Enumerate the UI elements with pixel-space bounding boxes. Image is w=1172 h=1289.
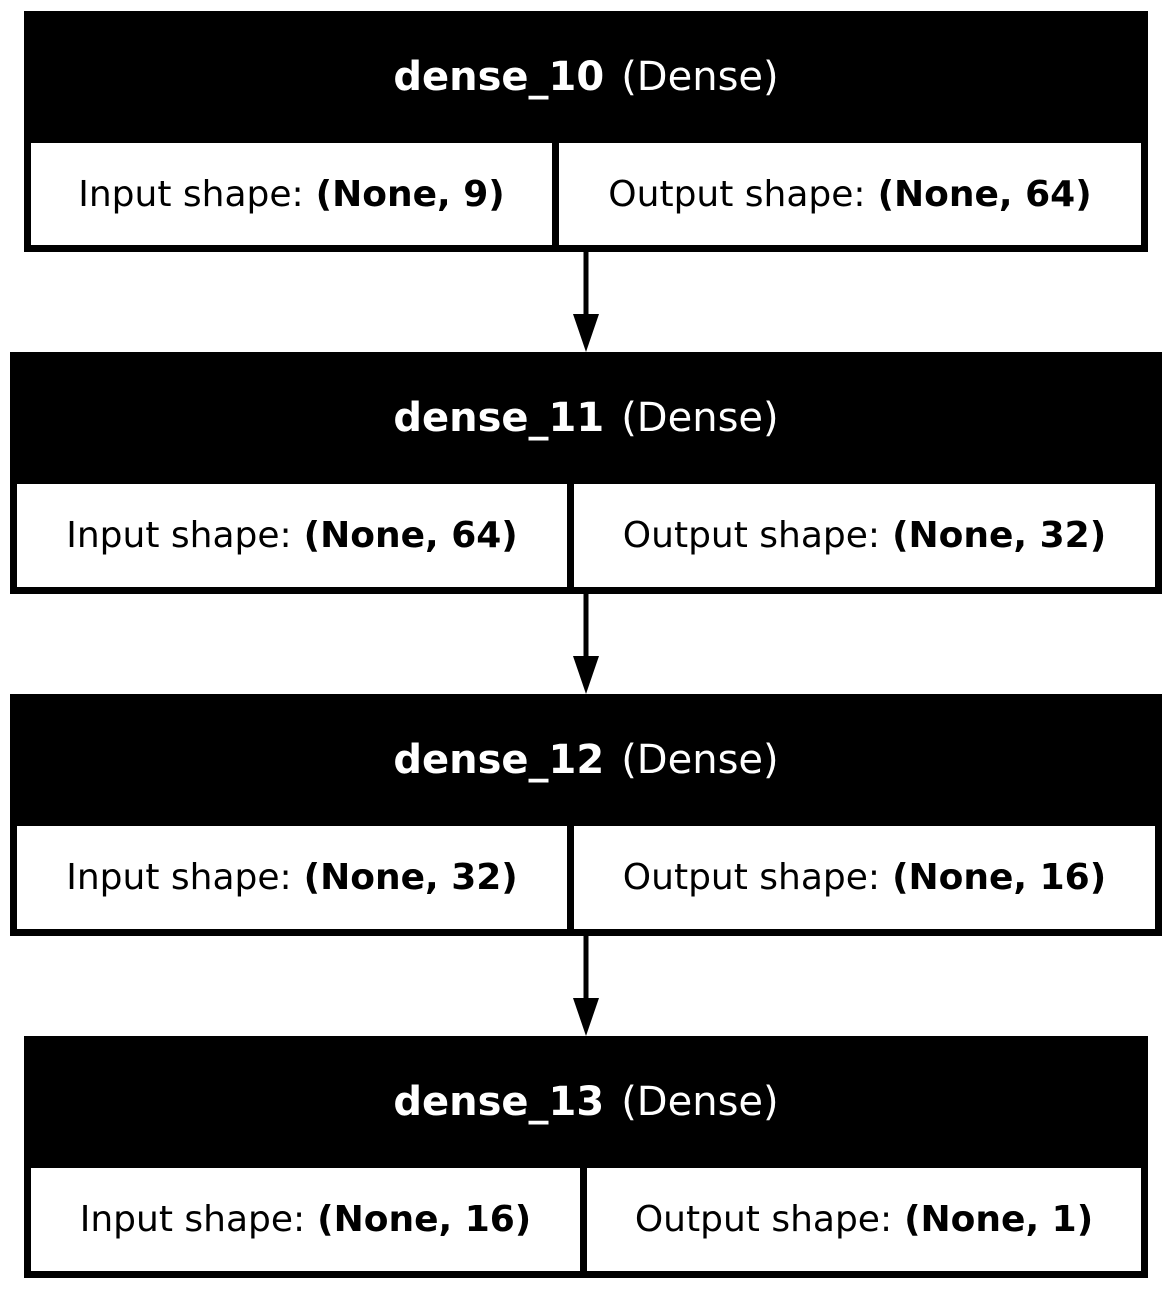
input-shape-label: Input shape: <box>78 173 304 215</box>
input-shape-label: Input shape: <box>79 1199 306 1240</box>
layer-node-dense-13: dense_13 (Dense) Input shape: (None, 16)… <box>24 1036 1148 1278</box>
edge-arrow-dense-11-to-dense-12 <box>573 594 599 694</box>
input-shape-value: (None, 64) <box>303 515 518 556</box>
layer-name: dense_12 <box>393 737 605 783</box>
output-shape-label: Output shape: <box>608 173 866 215</box>
output-shape-label: Output shape: <box>622 515 881 556</box>
input-shape-value: (None, 9) <box>315 173 505 215</box>
layer-header: dense_12 (Dense) <box>17 701 1155 819</box>
output-shape-cell: Output shape: (None, 1) <box>587 1168 1141 1271</box>
input-shape-cell: Input shape: (None, 16) <box>31 1168 580 1271</box>
output-shape-value: (None, 64) <box>877 173 1092 215</box>
output-shape-value: (None, 16) <box>892 857 1107 898</box>
layer-header: dense_11 (Dense) <box>17 359 1155 477</box>
output-shape-label: Output shape: <box>622 857 881 898</box>
output-shape-label: Output shape: <box>634 1199 893 1240</box>
layer-name: dense_13 <box>393 1079 605 1125</box>
layer-type: (Dense) <box>621 1079 779 1125</box>
layer-header: dense_13 (Dense) <box>31 1043 1141 1161</box>
input-shape-cell: Input shape: (None, 64) <box>17 484 567 587</box>
layer-type: (Dense) <box>621 395 779 441</box>
layer-name: dense_11 <box>393 395 605 441</box>
edge-arrow-dense-12-to-dense-13 <box>573 936 599 1036</box>
layer-header: dense_10 (Dense) <box>31 18 1141 136</box>
input-shape-value: (None, 32) <box>303 857 518 898</box>
input-shape-cell: Input shape: (None, 32) <box>17 826 567 929</box>
output-shape-value: (None, 32) <box>892 515 1107 556</box>
input-shape-cell: Input shape: (None, 9) <box>31 143 552 245</box>
output-shape-cell: Output shape: (None, 16) <box>574 826 1155 929</box>
output-shape-value: (None, 1) <box>904 1199 1094 1240</box>
edge-arrow-dense-10-to-dense-11 <box>573 252 599 352</box>
input-shape-label: Input shape: <box>66 515 292 556</box>
layer-node-dense-10: dense_10 (Dense) Input shape: (None, 9) … <box>24 11 1148 252</box>
input-shape-label: Input shape: <box>66 857 292 898</box>
layer-type: (Dense) <box>621 54 779 100</box>
output-shape-cell: Output shape: (None, 32) <box>574 484 1155 587</box>
layer-name: dense_10 <box>393 54 605 100</box>
layer-node-dense-11: dense_11 (Dense) Input shape: (None, 64)… <box>10 352 1162 594</box>
layer-type: (Dense) <box>621 737 779 783</box>
input-shape-value: (None, 16) <box>317 1199 532 1240</box>
layer-node-dense-12: dense_12 (Dense) Input shape: (None, 32)… <box>10 694 1162 936</box>
output-shape-cell: Output shape: (None, 64) <box>559 143 1141 245</box>
